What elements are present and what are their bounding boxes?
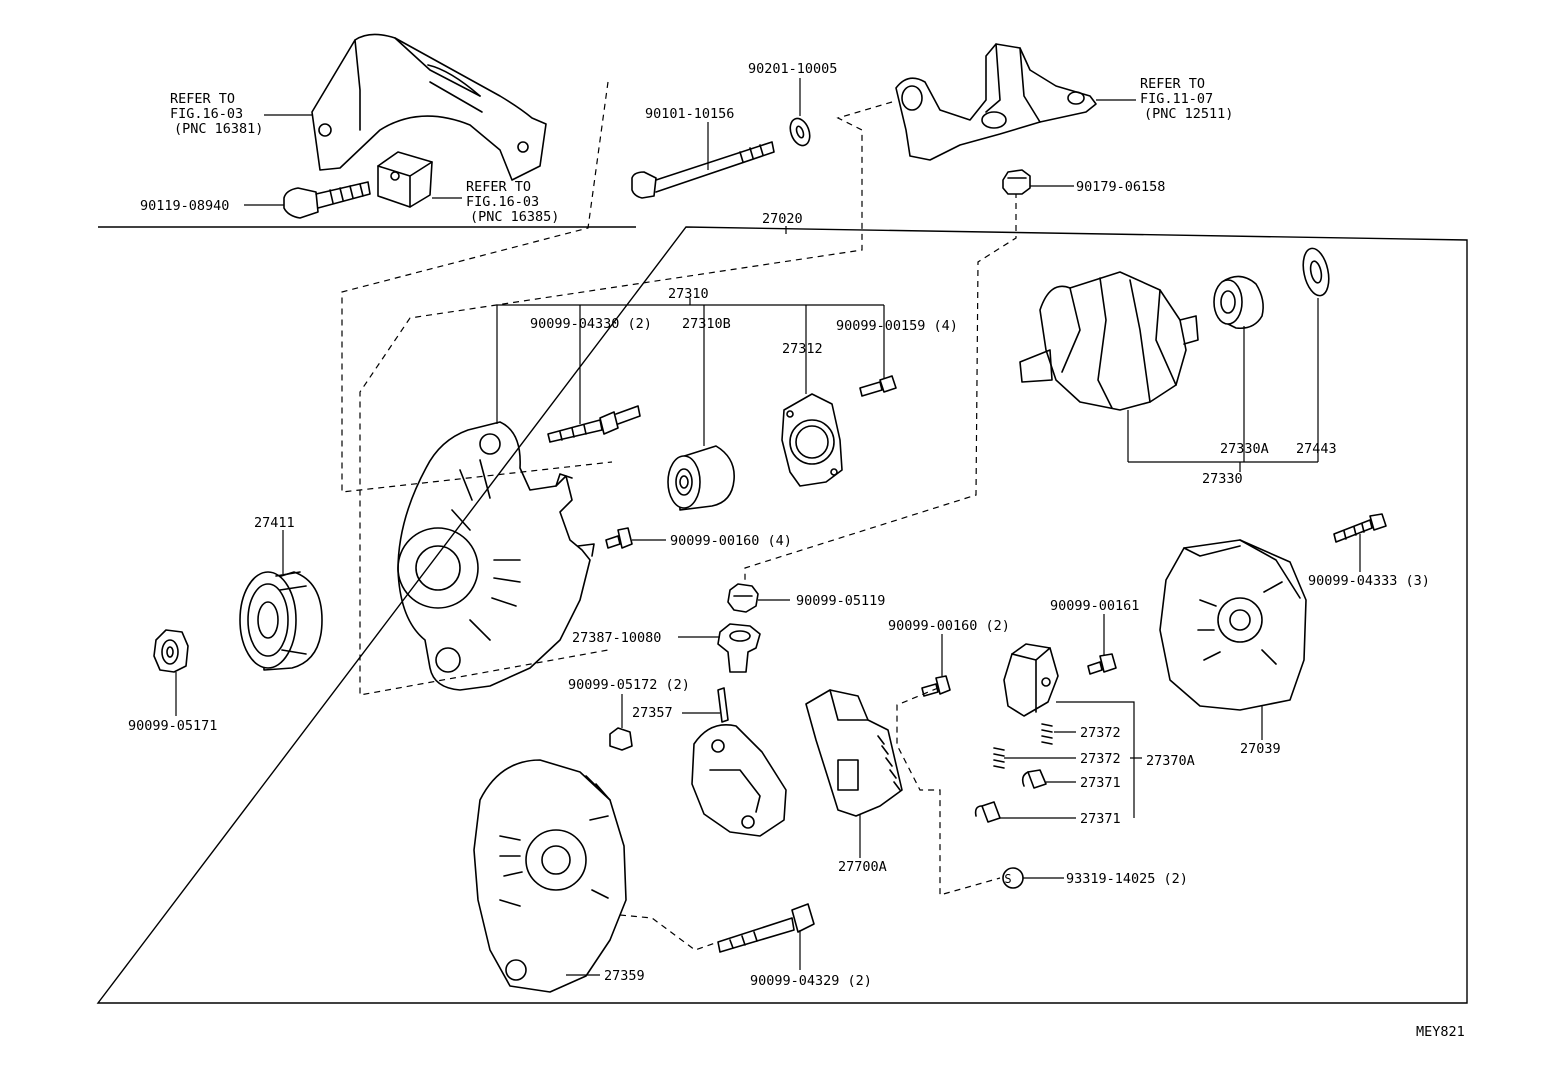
label-27443: 27443 xyxy=(1296,441,1337,457)
label-90099-05171: 90099-05171 xyxy=(128,718,217,734)
label-27700A: 27700A xyxy=(838,859,887,875)
label-27020: 27020 xyxy=(762,211,803,227)
mount-bracket xyxy=(895,43,1097,161)
label-27330: 27330 xyxy=(1202,471,1243,487)
bearing-27330A xyxy=(1213,275,1264,330)
label-90099-05119: 90099-05119 xyxy=(796,593,885,609)
label-27371-a: 27371 xyxy=(1080,775,1121,791)
label-ref-spacer-1: REFER TO xyxy=(466,179,531,195)
label-27370A: 27370A xyxy=(1146,753,1195,769)
insulator-27387-10080 xyxy=(717,623,761,673)
spacer-block xyxy=(377,151,433,208)
rear-end-cover-27039 xyxy=(1159,539,1307,711)
label-27039: 27039 xyxy=(1240,741,1281,757)
washer-90201-10005 xyxy=(789,117,811,147)
drive-end-frame xyxy=(397,421,595,691)
screw-90099-00159 xyxy=(859,375,897,397)
upper-bracket xyxy=(311,33,547,181)
part-labels: REFER TO FIG.16-03 (PNC 16381) 90119-089… xyxy=(128,61,1465,1040)
label-27372-a: 27372 xyxy=(1080,725,1121,741)
label-27371-b: 27371 xyxy=(1080,811,1121,827)
bolt-90101-10156 xyxy=(631,141,775,199)
dashed-guide-lines xyxy=(341,81,1017,951)
diagram-code: MEY821 xyxy=(1416,1024,1465,1040)
screw-90099-00160-4 xyxy=(605,527,633,549)
label-27359: 27359 xyxy=(604,968,645,984)
label-ref-mount-2: FIG.11-07 xyxy=(1140,91,1213,107)
label-90099-00160-2: 90099-00160 (2) xyxy=(888,618,1010,634)
nut-90099-05119 xyxy=(727,583,759,613)
label-90099-04329: 90099-04329 (2) xyxy=(750,973,872,989)
label-ref-bracket-1: REFER TO xyxy=(170,91,235,107)
label-93319-14025: 93319-14025 (2) xyxy=(1066,871,1188,887)
bolt-90099-04333 xyxy=(1333,513,1387,543)
label-27372-b: 27372 xyxy=(1080,751,1121,767)
label-27310B: 27310B xyxy=(682,316,731,332)
label-90099-00160-4: 90099-00160 (4) xyxy=(670,533,792,549)
label-27310: 27310 xyxy=(668,286,709,302)
label-90099-04330: 90099-04330 (2) xyxy=(530,316,652,332)
label-90099-00161: 90099-00161 xyxy=(1050,598,1139,614)
label-ref-spacer-3: (PNC 16385) xyxy=(470,209,559,225)
pulley-27411 xyxy=(239,571,323,671)
label-90099-00159: 90099-00159 (4) xyxy=(836,318,958,334)
leader-lines xyxy=(175,78,1361,976)
label-27312: 27312 xyxy=(782,341,823,357)
label-ref-mount-3: (PNC 12511) xyxy=(1144,106,1233,122)
label-s-symbol: S xyxy=(1004,872,1011,886)
washer-27443 xyxy=(1302,247,1330,297)
springs-and-brushes xyxy=(974,723,1053,823)
screw-90099-00160-2 xyxy=(921,675,951,697)
label-90179-06158: 90179-06158 xyxy=(1076,179,1165,195)
label-90119-08940: 90119-08940 xyxy=(140,198,229,214)
label-ref-spacer-2: FIG.16-03 xyxy=(466,194,539,210)
label-ref-bracket-3: (PNC 16381) xyxy=(174,121,263,137)
brush-holder xyxy=(1003,643,1059,717)
bolt-90119-08940 xyxy=(283,181,371,219)
screw-90099-00161 xyxy=(1087,653,1117,675)
nut-90099-05172 xyxy=(609,727,633,751)
rectifier-27357 xyxy=(691,687,787,837)
assembly-frame xyxy=(96,226,1468,1004)
nut-90099-05171 xyxy=(153,629,189,673)
label-27357: 27357 xyxy=(632,705,673,721)
label-ref-bracket-2: FIG.16-03 xyxy=(170,106,243,122)
label-90099-05172: 90099-05172 (2) xyxy=(568,677,690,693)
label-27330A: 27330A xyxy=(1220,441,1269,457)
bolt-90099-04329 xyxy=(717,903,815,953)
nut-90179-06158 xyxy=(1002,169,1031,195)
retainer-plate-27312 xyxy=(781,393,843,487)
rotor-27330 xyxy=(1019,271,1199,411)
label-90201-10005: 90201-10005 xyxy=(748,61,837,77)
label-27387-10080: 27387-10080 xyxy=(572,630,661,646)
end-frame-27359 xyxy=(473,759,627,993)
bearing-27310B xyxy=(667,445,735,511)
label-ref-mount-1: REFER TO xyxy=(1140,76,1205,92)
label-90099-04333: 90099-04333 (3) xyxy=(1308,573,1430,589)
regulator-27700A xyxy=(805,689,903,817)
label-27411: 27411 xyxy=(254,515,295,531)
label-90101-10156: 90101-10156 xyxy=(645,106,734,122)
stud-90099-04330 xyxy=(547,405,641,443)
